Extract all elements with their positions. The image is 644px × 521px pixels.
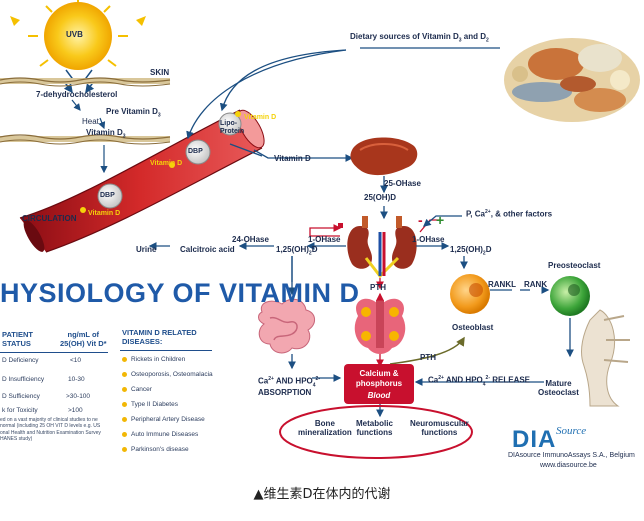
uvb-label: UVB bbox=[66, 30, 83, 39]
intestine-icon bbox=[258, 298, 315, 354]
circulation-label: CIRCULATION bbox=[22, 214, 77, 223]
diasource-logo-script: Source bbox=[556, 425, 587, 437]
osteoblast-icon bbox=[450, 274, 490, 314]
disease-item: Cancer bbox=[122, 386, 152, 393]
preosteoclast-icon bbox=[550, 276, 590, 316]
dbp-label-1: DBP bbox=[188, 148, 203, 155]
calcium-box-line1: Calcium & bbox=[359, 369, 399, 378]
osteoblast-label: Osteoblast bbox=[452, 323, 494, 332]
urine-label: Urine bbox=[136, 245, 157, 254]
functions-ellipse bbox=[279, 405, 473, 459]
table-row-value-2: 10-30 bbox=[68, 376, 85, 383]
diagram-graphics bbox=[0, 0, 640, 459]
ohd125-left-label: 1,25(OH)2D bbox=[276, 245, 318, 257]
table-row-value-4: >100 bbox=[68, 407, 83, 414]
disease-item: Type II Diabetes bbox=[122, 401, 178, 408]
disease-item: Peripheral Artery Disease bbox=[122, 416, 205, 423]
rankl-label: RANKL bbox=[488, 280, 516, 289]
liver-enzyme-label: 25-OHase bbox=[384, 179, 421, 188]
dietary-arrows bbox=[186, 47, 500, 162]
disease-item: Osteoporosis, Osteomalacia bbox=[122, 371, 213, 378]
one-ohase-right: 1-OHase bbox=[412, 235, 445, 244]
table-row-value-3: >30-100 bbox=[66, 393, 91, 400]
rank-label: RANK bbox=[524, 280, 548, 289]
table-row-status-4: k for Toxicity bbox=[2, 407, 38, 414]
absorption-label: Ca2+ AND HPO42-ABSORPTION bbox=[258, 376, 320, 397]
table-row-status-1: D Deficiency bbox=[2, 357, 39, 364]
dbp-label-2: DBP bbox=[100, 192, 115, 199]
table-divider bbox=[0, 352, 108, 353]
preosteoclast-label: Preosteoclast bbox=[548, 261, 601, 270]
neuromuscular-functions-label: Neuromuscular functions bbox=[410, 419, 469, 437]
calcium-box-line2: phosphorus bbox=[355, 379, 403, 388]
heat-label: Heat bbox=[82, 117, 99, 126]
mature-osteoclast-label: Mature Osteoclast bbox=[538, 379, 579, 397]
related-divider bbox=[120, 350, 212, 351]
calcitroic-label: Calcitroic acid bbox=[180, 245, 235, 254]
ohd125-right-label: 1,25(OH)2D bbox=[450, 245, 492, 257]
liver-icon bbox=[350, 137, 418, 176]
table-row-value-1: <10 bbox=[70, 357, 82, 364]
vitamin-d-yellow-label-3: Vitamin D bbox=[88, 210, 121, 217]
pth-kidney-label: PTH bbox=[370, 283, 386, 292]
parathyroid-icon bbox=[354, 298, 406, 354]
food-image bbox=[504, 38, 640, 122]
company-website: www.diasource.be bbox=[540, 462, 597, 469]
vitamin-d-yellow-label-2: Vitamin D bbox=[150, 160, 183, 167]
bone-mineralization-label: Bone mineralization bbox=[298, 419, 352, 437]
vitamin-d-yellow-label: Vitamin D bbox=[244, 114, 277, 121]
status-col-header: PATIENT STATUS bbox=[2, 330, 33, 348]
ohd25-label: 25(OH)D bbox=[364, 193, 397, 202]
calcium-box bbox=[344, 364, 414, 404]
metabolic-functions-label: Metabolic functions bbox=[356, 419, 393, 437]
kidney-icon bbox=[347, 216, 417, 279]
plus-sign: + bbox=[436, 212, 445, 228]
company-name: DIAsource ImmunoAssays S.A., Belgium bbox=[508, 452, 635, 459]
kidney-arrows bbox=[148, 242, 468, 296]
value-col-header: ng/mL of 25(OH) Vit D* bbox=[60, 330, 107, 348]
sun-icon bbox=[10, 0, 146, 70]
disease-item: Auto Immune Diseases bbox=[122, 431, 198, 438]
minus-sign: - bbox=[418, 212, 423, 228]
vitamin-d3-label: Vitamin D3 bbox=[86, 128, 126, 140]
vitamin-d-diagram: UVB SKIN 7-dehydrocholesterol Pre Vitami… bbox=[0, 0, 640, 469]
skin-label: SKIN bbox=[150, 68, 170, 77]
table-row-status-3: D Sufficiency bbox=[2, 393, 40, 400]
dietary-label: Dietary sources of Vitamin D3 and D2 bbox=[350, 32, 489, 44]
p-ca-label: P, Ca2+, & other factors bbox=[466, 209, 553, 219]
twentyfour-ohase-label: 24-OHase bbox=[232, 235, 269, 244]
previtamin-label: Pre Vitamin D3 bbox=[106, 107, 161, 119]
bone-icon bbox=[581, 309, 630, 407]
dbp-cells bbox=[80, 111, 242, 213]
vitamin-d-label: Vitamin D bbox=[274, 154, 311, 163]
disease-item: Rickets in Children bbox=[122, 356, 185, 363]
pth-lower-label: PTH bbox=[420, 353, 436, 362]
table-row-status-2: D Insufficiency bbox=[2, 376, 45, 383]
footnote: ed on a vast majority of clinical studie… bbox=[0, 417, 101, 442]
figure-caption: ▲维生素D在体内的代谢 bbox=[253, 487, 391, 502]
release-label: Ca2+ AND HPO42- RELEASE bbox=[428, 375, 531, 388]
precursor-label: 7-dehydrocholesterol bbox=[36, 90, 118, 99]
lipo-protein-label: Lipo- Protein bbox=[220, 120, 245, 135]
related-heading: VITAMIN D RELATED DISEASES: bbox=[122, 328, 197, 346]
skin-arrows bbox=[71, 99, 108, 174]
page-title: HYSIOLOGY OF VITAMIN D bbox=[0, 278, 360, 308]
calcium-box-line3: Blood bbox=[367, 391, 391, 400]
diasource-logo: DIA bbox=[512, 426, 557, 453]
one-ohase-left: 1-OHase bbox=[308, 235, 341, 244]
skin-layers bbox=[0, 77, 171, 145]
disease-item: Parkinson's disease bbox=[122, 446, 189, 453]
